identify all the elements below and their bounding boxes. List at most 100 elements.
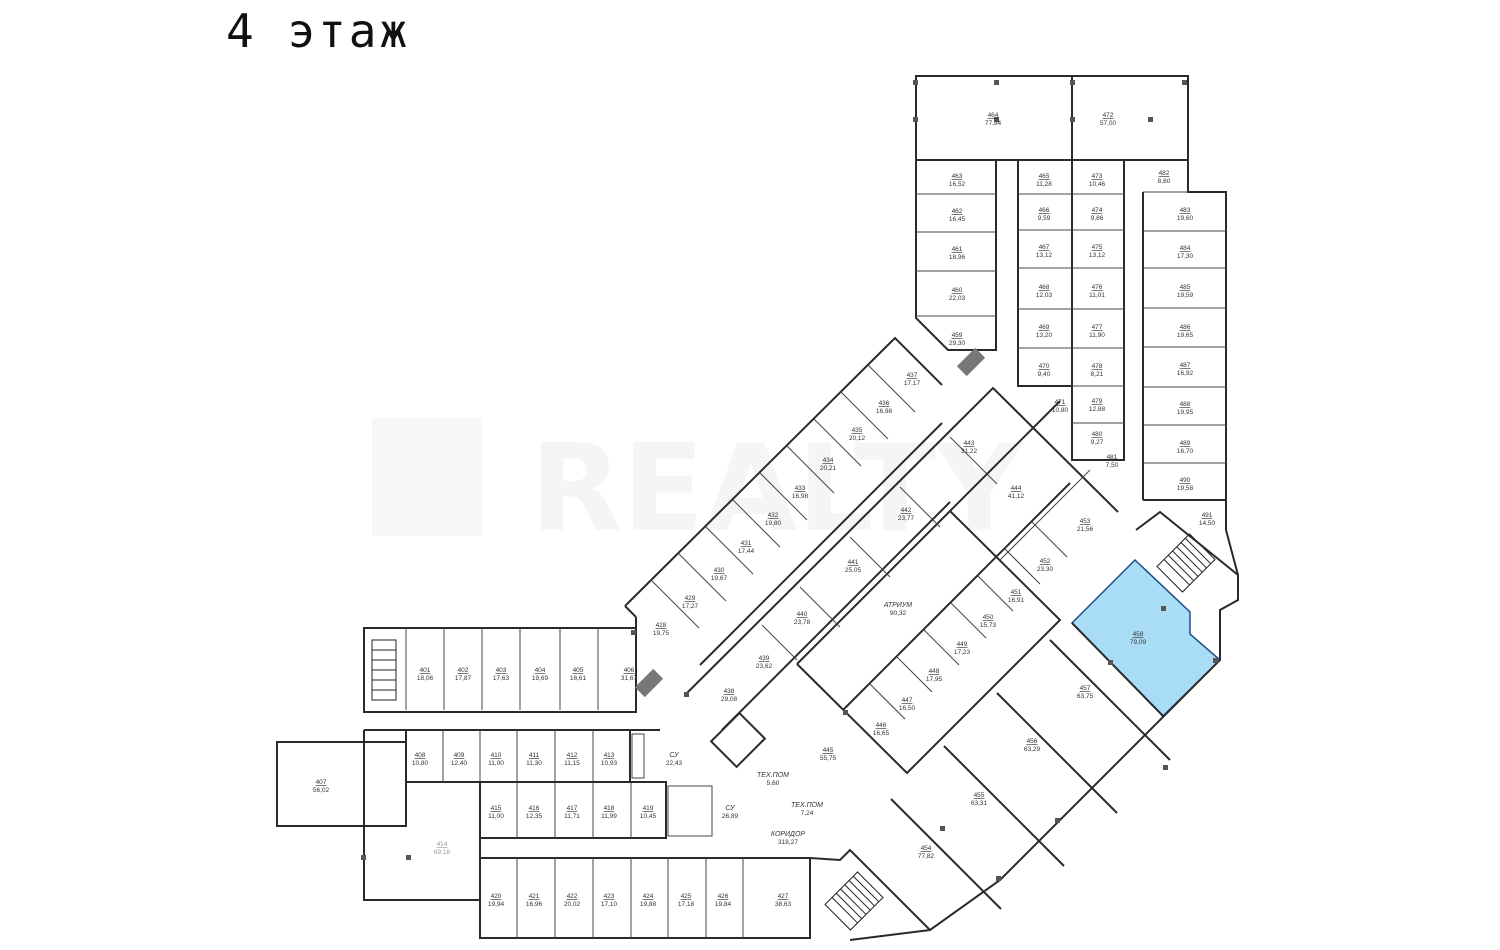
room-458-highlight[interactable] [1070, 558, 1222, 718]
room-area-label: 16,52 [949, 181, 966, 188]
room-area-label: 11,71 [564, 813, 580, 820]
